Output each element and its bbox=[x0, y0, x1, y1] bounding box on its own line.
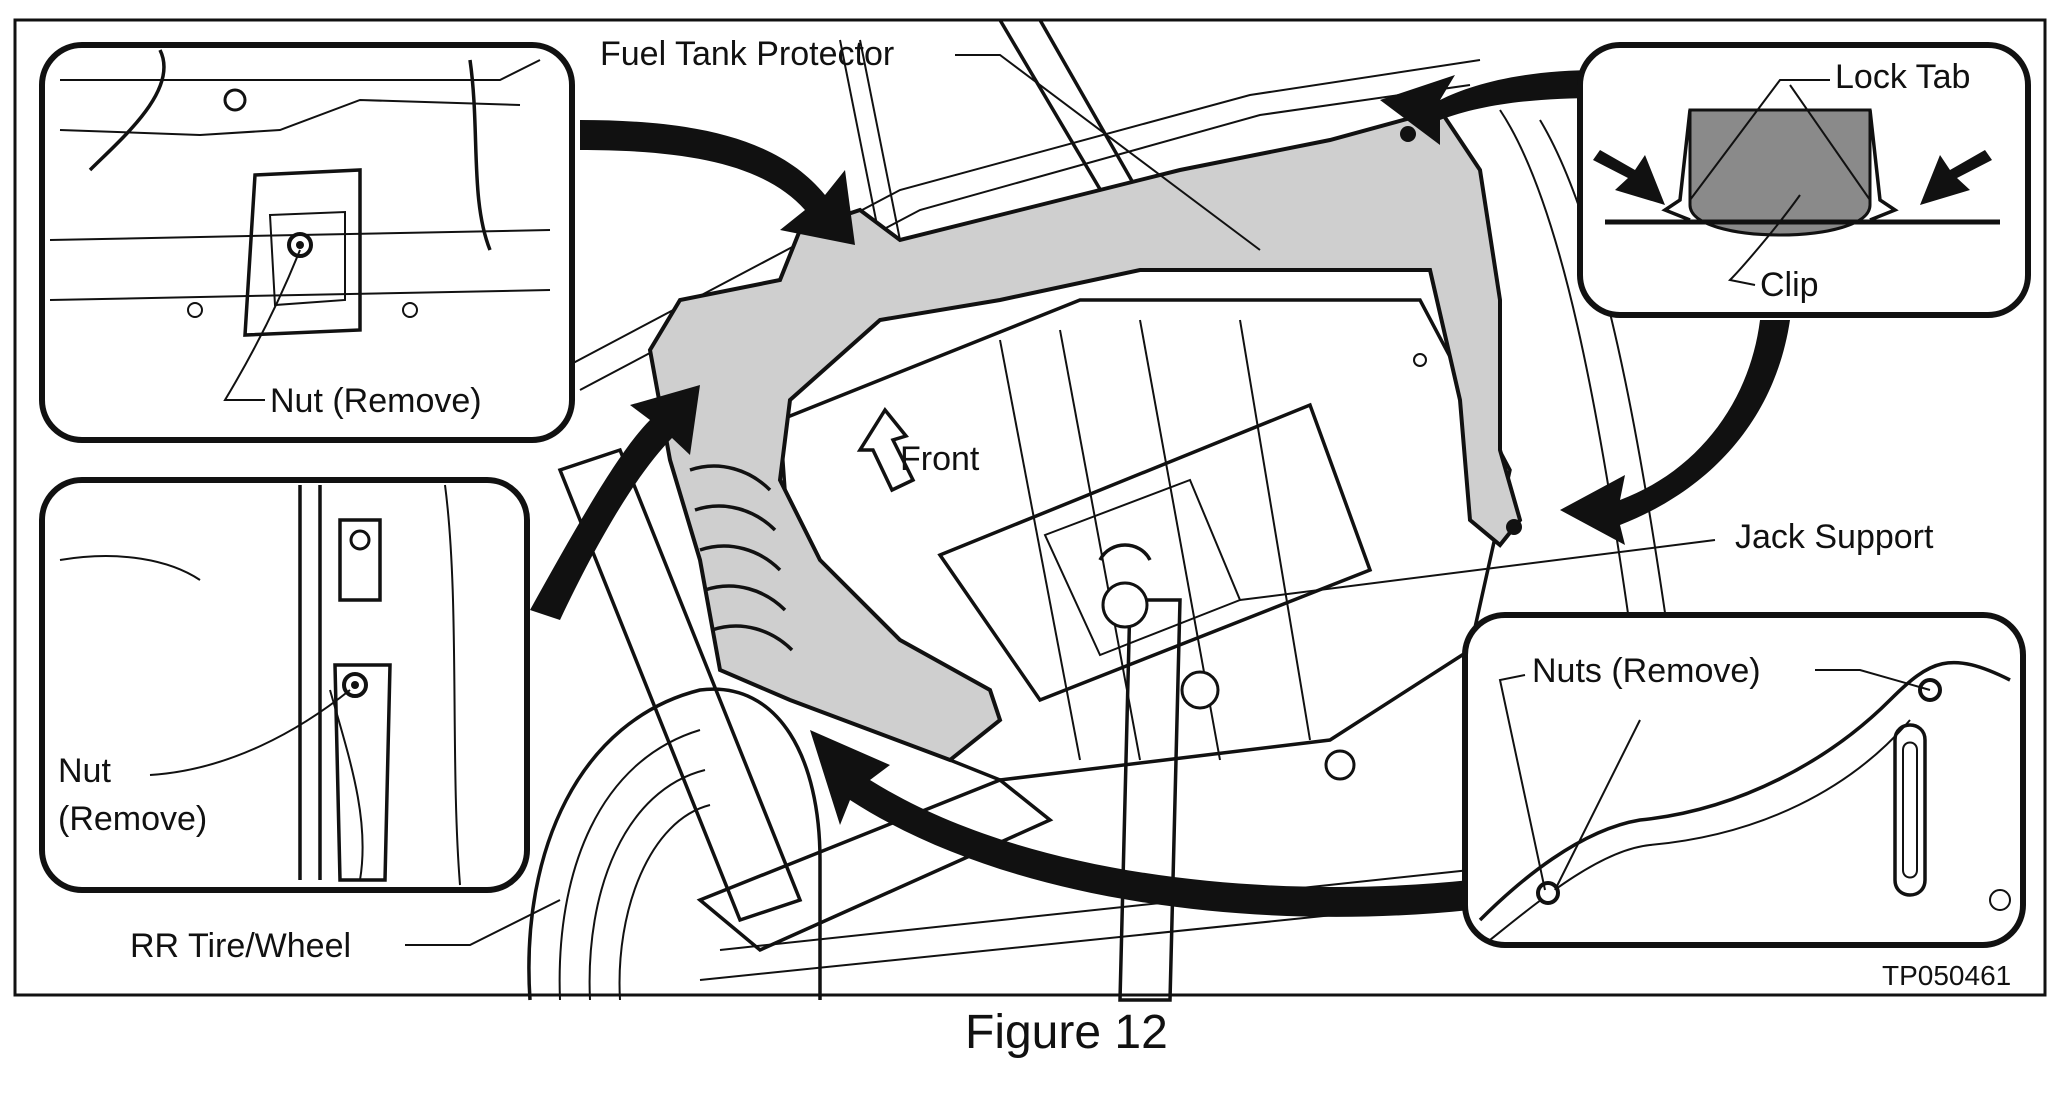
label-nut-left-line2: (Remove) bbox=[58, 800, 207, 838]
inset-left-nut: Nut (Remove) bbox=[39, 477, 530, 893]
figure-caption: Figure 12 bbox=[965, 1006, 1168, 1059]
label-fuel-tank-protector: Fuel Tank Protector bbox=[600, 35, 894, 73]
press-arrow-left-icon bbox=[1593, 150, 1665, 205]
arrow-top-left bbox=[580, 120, 855, 245]
label-nut-left-line1: Nut bbox=[58, 752, 111, 790]
clip-shape bbox=[1688, 108, 1872, 237]
arrow-bottom bbox=[810, 730, 1470, 917]
jack-support-plate bbox=[937, 402, 1373, 703]
inset-bottom-right-nuts: Nuts (Remove) bbox=[1462, 612, 2026, 948]
label-front: Front bbox=[900, 440, 980, 478]
figure-code: TP050461 bbox=[1882, 960, 2011, 991]
nut-icon bbox=[1536, 881, 1560, 905]
inset-lock-tab-clip: Lock Tab Clip bbox=[1577, 42, 2031, 318]
press-arrow-right-icon bbox=[1920, 150, 1992, 205]
label-nut-remove-top: Nut (Remove) bbox=[270, 382, 482, 420]
front-arrow-icon bbox=[856, 406, 916, 493]
label-lock-tab: Lock Tab bbox=[1835, 58, 1970, 96]
arrow-left bbox=[530, 385, 700, 620]
label-nuts-remove: Nuts (Remove) bbox=[1532, 652, 1761, 690]
callout-arrows bbox=[530, 70, 1790, 917]
label-jack-support: Jack Support bbox=[1735, 518, 1934, 556]
label-clip: Clip bbox=[1760, 266, 1819, 304]
fuel-tank-protector bbox=[647, 107, 1523, 763]
rr-tire-wheel bbox=[527, 687, 822, 1001]
arrow-right bbox=[1560, 320, 1790, 545]
label-rr-tire-wheel: RR Tire/Wheel bbox=[130, 927, 351, 965]
arrow-top-right bbox=[1380, 70, 1600, 145]
inset-top-left-nut: Nut (Remove) bbox=[39, 42, 575, 443]
